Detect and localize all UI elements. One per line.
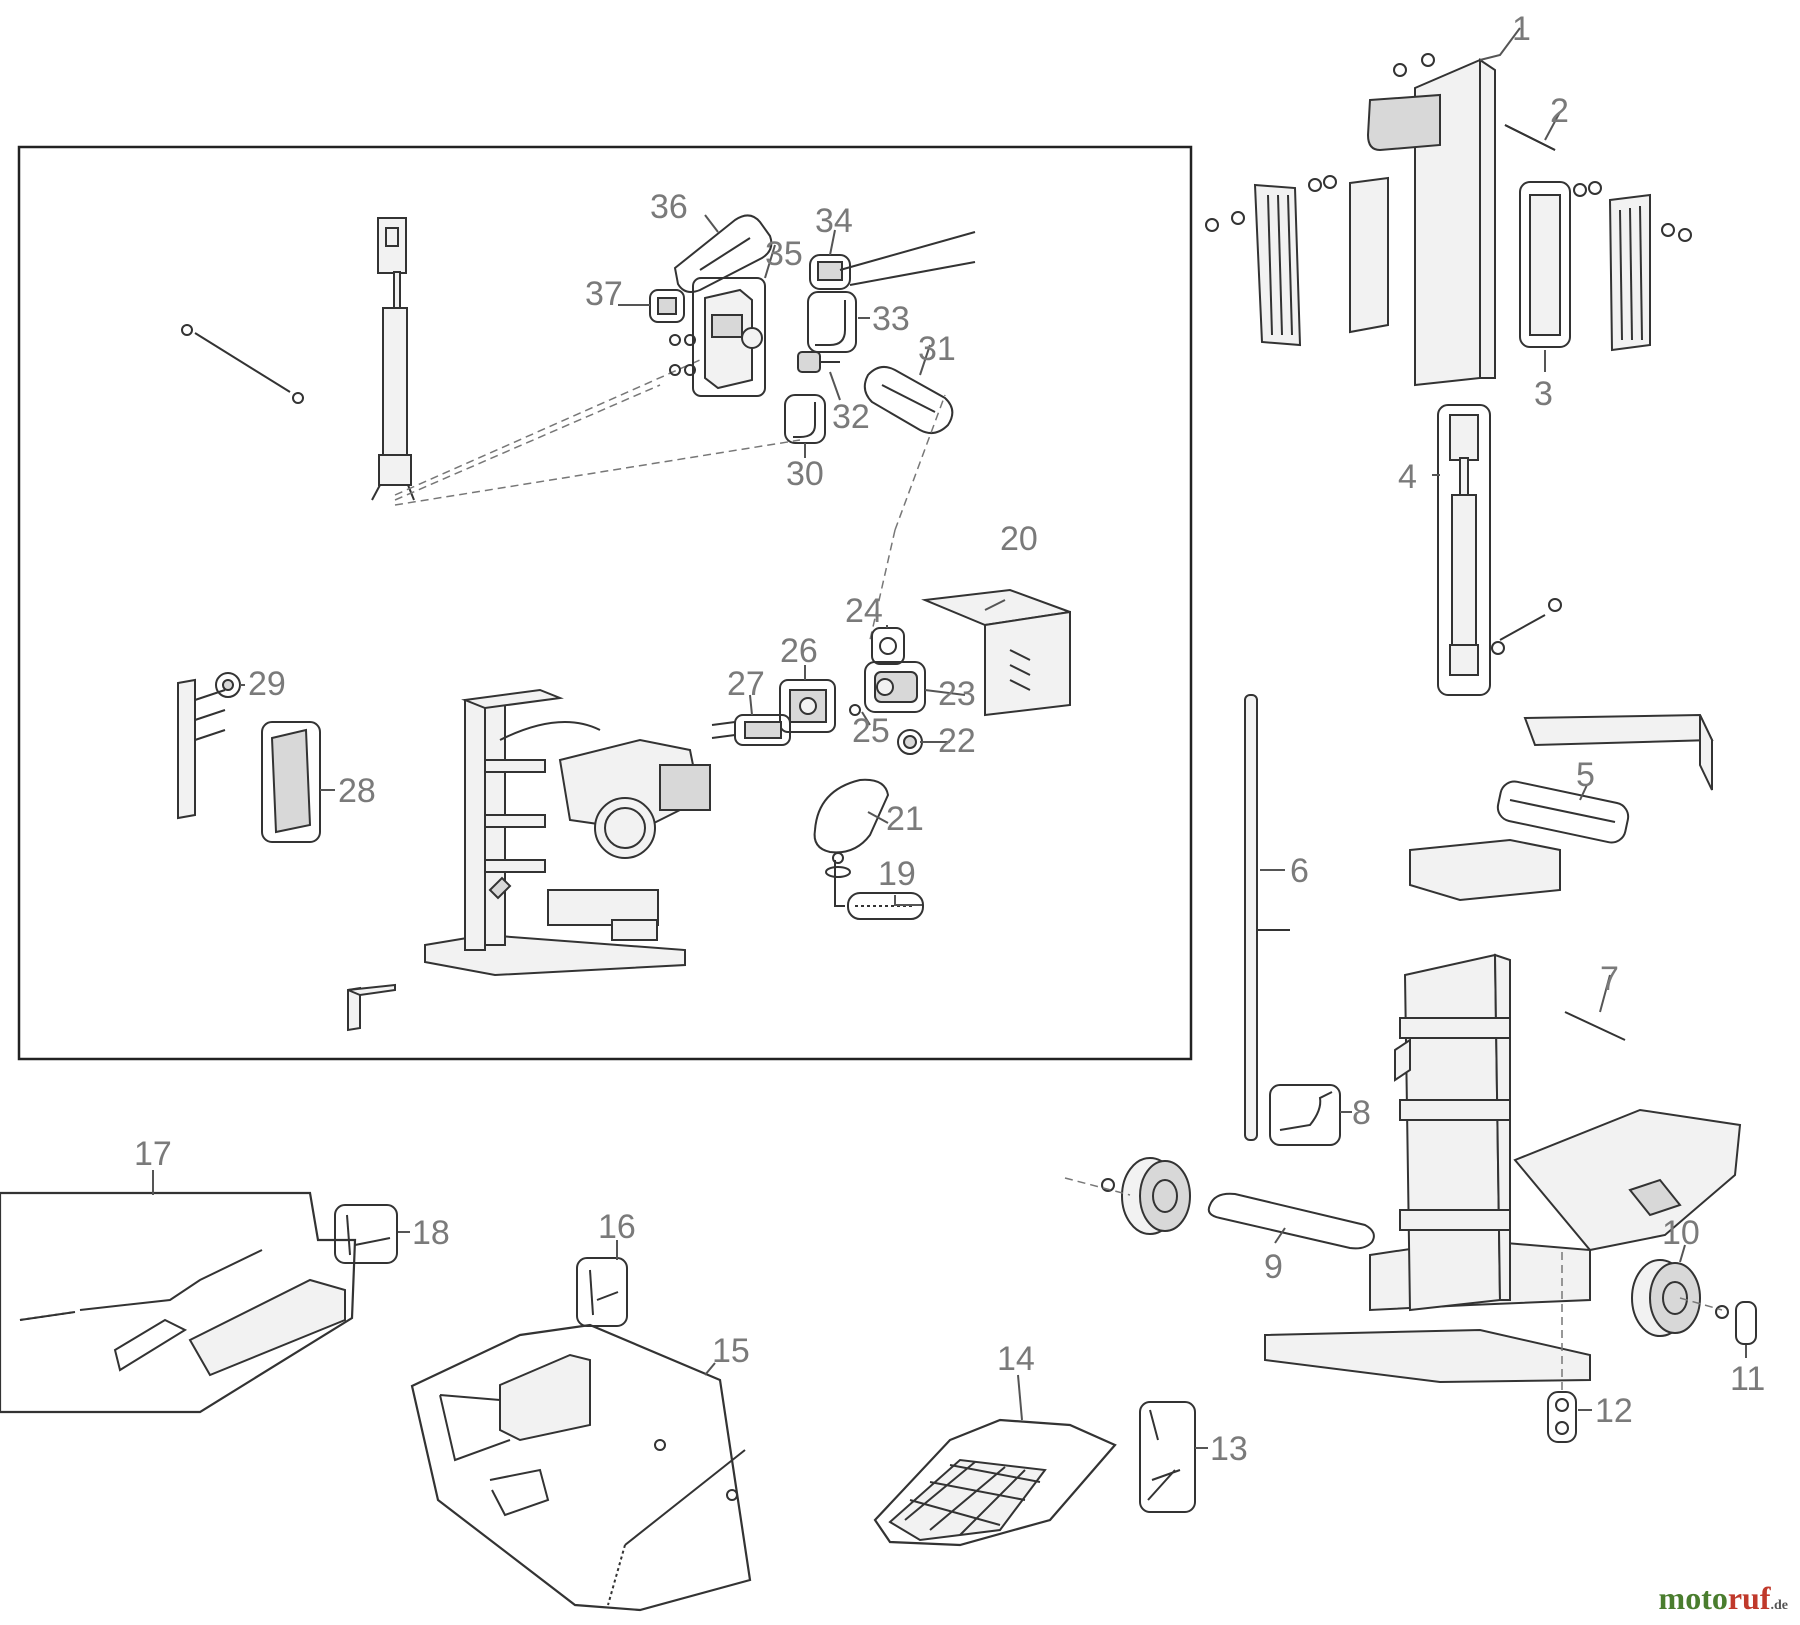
callout-19: 19 — [878, 855, 916, 893]
brand-part-2: ruf — [1727, 1580, 1771, 1616]
callout-10: 10 — [1662, 1214, 1700, 1252]
callout-11: 11 — [1730, 1360, 1765, 1398]
hydraulic-engine-group-frame — [17, 145, 1193, 1061]
cylinder-4 — [1437, 404, 1562, 696]
pin-7 — [1564, 1011, 1626, 1041]
pin-2 — [1504, 124, 1556, 151]
bolt-18 — [334, 1204, 398, 1264]
elbow-fitting-34 — [809, 254, 851, 290]
callout-27: 27 — [727, 665, 765, 703]
callout-30: 30 — [786, 455, 824, 493]
nut-24 — [871, 627, 905, 665]
wear-plate-3 — [1519, 181, 1571, 348]
callout-15: 15 — [712, 1332, 750, 1370]
bracket-5 — [1496, 713, 1714, 844]
skid-plate-14 — [873, 1418, 1117, 1547]
callout-20: 20 — [1000, 520, 1038, 558]
guard-21 — [813, 778, 890, 854]
callout-35: 35 — [765, 235, 803, 273]
callout-1: 1 — [1512, 10, 1531, 48]
brand-suffix: .de — [1770, 1598, 1789, 1613]
pump-23 — [864, 661, 926, 713]
bracket-29 — [177, 672, 241, 820]
callout-34: 34 — [815, 202, 853, 240]
callout-24: 24 — [845, 592, 883, 630]
fitting-32 — [797, 351, 840, 373]
hydraulic-cylinder-inset — [371, 217, 415, 501]
callout-21: 21 — [886, 800, 924, 838]
callout-8: 8 — [1352, 1094, 1371, 1132]
callout-12: 12 — [1595, 1392, 1633, 1430]
rod-clip-8 — [1269, 1084, 1341, 1146]
spring-rod — [181, 324, 304, 404]
callout-17: 17 — [134, 1135, 172, 1173]
callout-25: 25 — [852, 712, 890, 750]
handle-group-15 — [410, 1323, 752, 1612]
lever-19 — [825, 852, 924, 920]
brand-logo: motoruf.de — [1659, 1580, 1788, 1617]
callout-36: 36 — [650, 188, 688, 226]
callout-5: 5 — [1576, 756, 1595, 794]
hose-33 — [807, 291, 857, 353]
control-valve — [692, 277, 766, 397]
shaft-27 — [734, 714, 791, 746]
callout-7: 7 — [1600, 960, 1619, 998]
small-bracket — [347, 983, 396, 1032]
lever-rod-6 — [1244, 694, 1290, 1141]
strap-9 — [1207, 1192, 1375, 1250]
callout-37: 37 — [585, 275, 623, 313]
clip-11 — [1715, 1301, 1757, 1345]
callout-32: 32 — [832, 398, 870, 436]
callout-31: 31 — [918, 330, 956, 368]
callout-6: 6 — [1290, 852, 1309, 890]
callout-13: 13 — [1210, 1430, 1248, 1468]
callout-9: 9 — [1264, 1248, 1283, 1286]
callout-2: 2 — [1550, 92, 1569, 130]
valve-handle — [673, 214, 773, 293]
plate-center — [1349, 176, 1389, 334]
callout-29: 29 — [248, 665, 286, 703]
engine-frame-assembly — [424, 688, 711, 977]
side-plate-left — [1253, 183, 1302, 347]
cover-20 — [921, 588, 1071, 717]
wheel-10 — [1631, 1259, 1701, 1337]
coupling-26 — [779, 679, 836, 733]
brand-part-1: moto — [1658, 1580, 1728, 1616]
splitter-body — [1264, 838, 1742, 1384]
pin-13 — [1139, 1401, 1196, 1513]
fuel-tank-28 — [261, 721, 321, 843]
callout-33: 33 — [872, 300, 910, 338]
callout-18: 18 — [412, 1214, 450, 1252]
callout-4: 4 — [1398, 458, 1417, 496]
callout-22: 22 — [938, 722, 976, 760]
callout-26: 26 — [780, 632, 818, 670]
wheel-left — [1101, 1157, 1191, 1235]
callout-3: 3 — [1534, 375, 1553, 413]
column-1 — [1366, 53, 1496, 387]
hose-30 — [784, 394, 826, 444]
side-plate-right — [1608, 193, 1651, 352]
valve-fitting-37 — [649, 289, 685, 323]
pin-12 — [1547, 1391, 1577, 1443]
callout-14: 14 — [997, 1340, 1035, 1378]
callout-23: 23 — [938, 675, 976, 713]
fitting-22 — [897, 729, 923, 755]
hose-31 — [863, 365, 954, 435]
callout-16: 16 — [598, 1208, 636, 1246]
callout-28: 28 — [338, 772, 376, 810]
handle-group-17 — [0, 1191, 357, 1414]
bolt-16 — [576, 1257, 628, 1327]
